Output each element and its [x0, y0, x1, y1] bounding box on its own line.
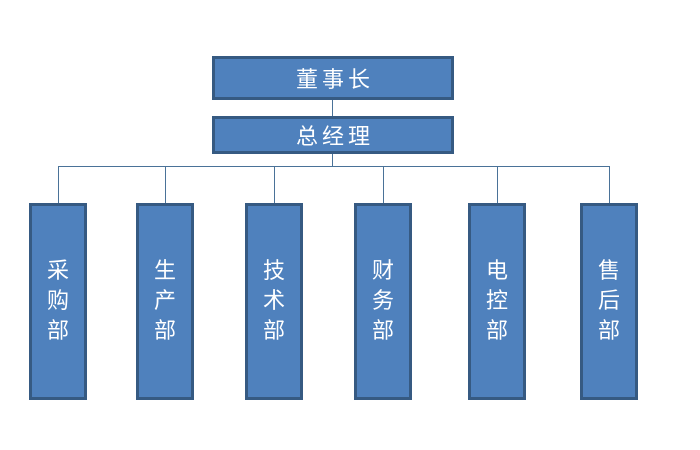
org-node-purchasing-dept-label: 采购部 — [46, 258, 69, 344]
connector-drop-purchasing — [58, 166, 59, 203]
connector-chairman-to-gm — [332, 100, 333, 116]
org-node-after-sales-dept: 售后部 — [580, 203, 638, 400]
org-node-chairman-label: 董事长 — [295, 68, 374, 93]
org-node-production-dept: 生产部 — [136, 203, 194, 400]
connector-drop-electrical-control — [497, 166, 498, 203]
connector-drop-after-sales — [609, 166, 610, 203]
org-node-after-sales-dept-label: 售后部 — [597, 258, 620, 344]
connector-gm-trunk — [332, 154, 333, 166]
connector-drop-finance — [383, 166, 384, 203]
org-node-electrical-control-dept: 电控部 — [468, 203, 526, 400]
org-node-electrical-control-dept-label: 电控部 — [485, 258, 508, 344]
org-node-purchasing-dept: 采购部 — [29, 203, 87, 400]
org-node-general-manager: 总经理 — [212, 116, 454, 154]
connector-drop-production — [165, 166, 166, 203]
org-node-technology-dept-label: 技术部 — [262, 258, 285, 344]
connector-horizontal-bus — [58, 166, 610, 167]
org-node-general-manager-label: 总经理 — [295, 125, 374, 150]
org-node-finance-dept: 财务部 — [354, 203, 412, 400]
org-node-production-dept-label: 生产部 — [153, 258, 176, 344]
org-node-technology-dept: 技术部 — [245, 203, 303, 400]
org-node-chairman: 董事长 — [212, 56, 454, 100]
connector-drop-technology — [274, 166, 275, 203]
org-node-finance-dept-label: 财务部 — [371, 258, 394, 344]
